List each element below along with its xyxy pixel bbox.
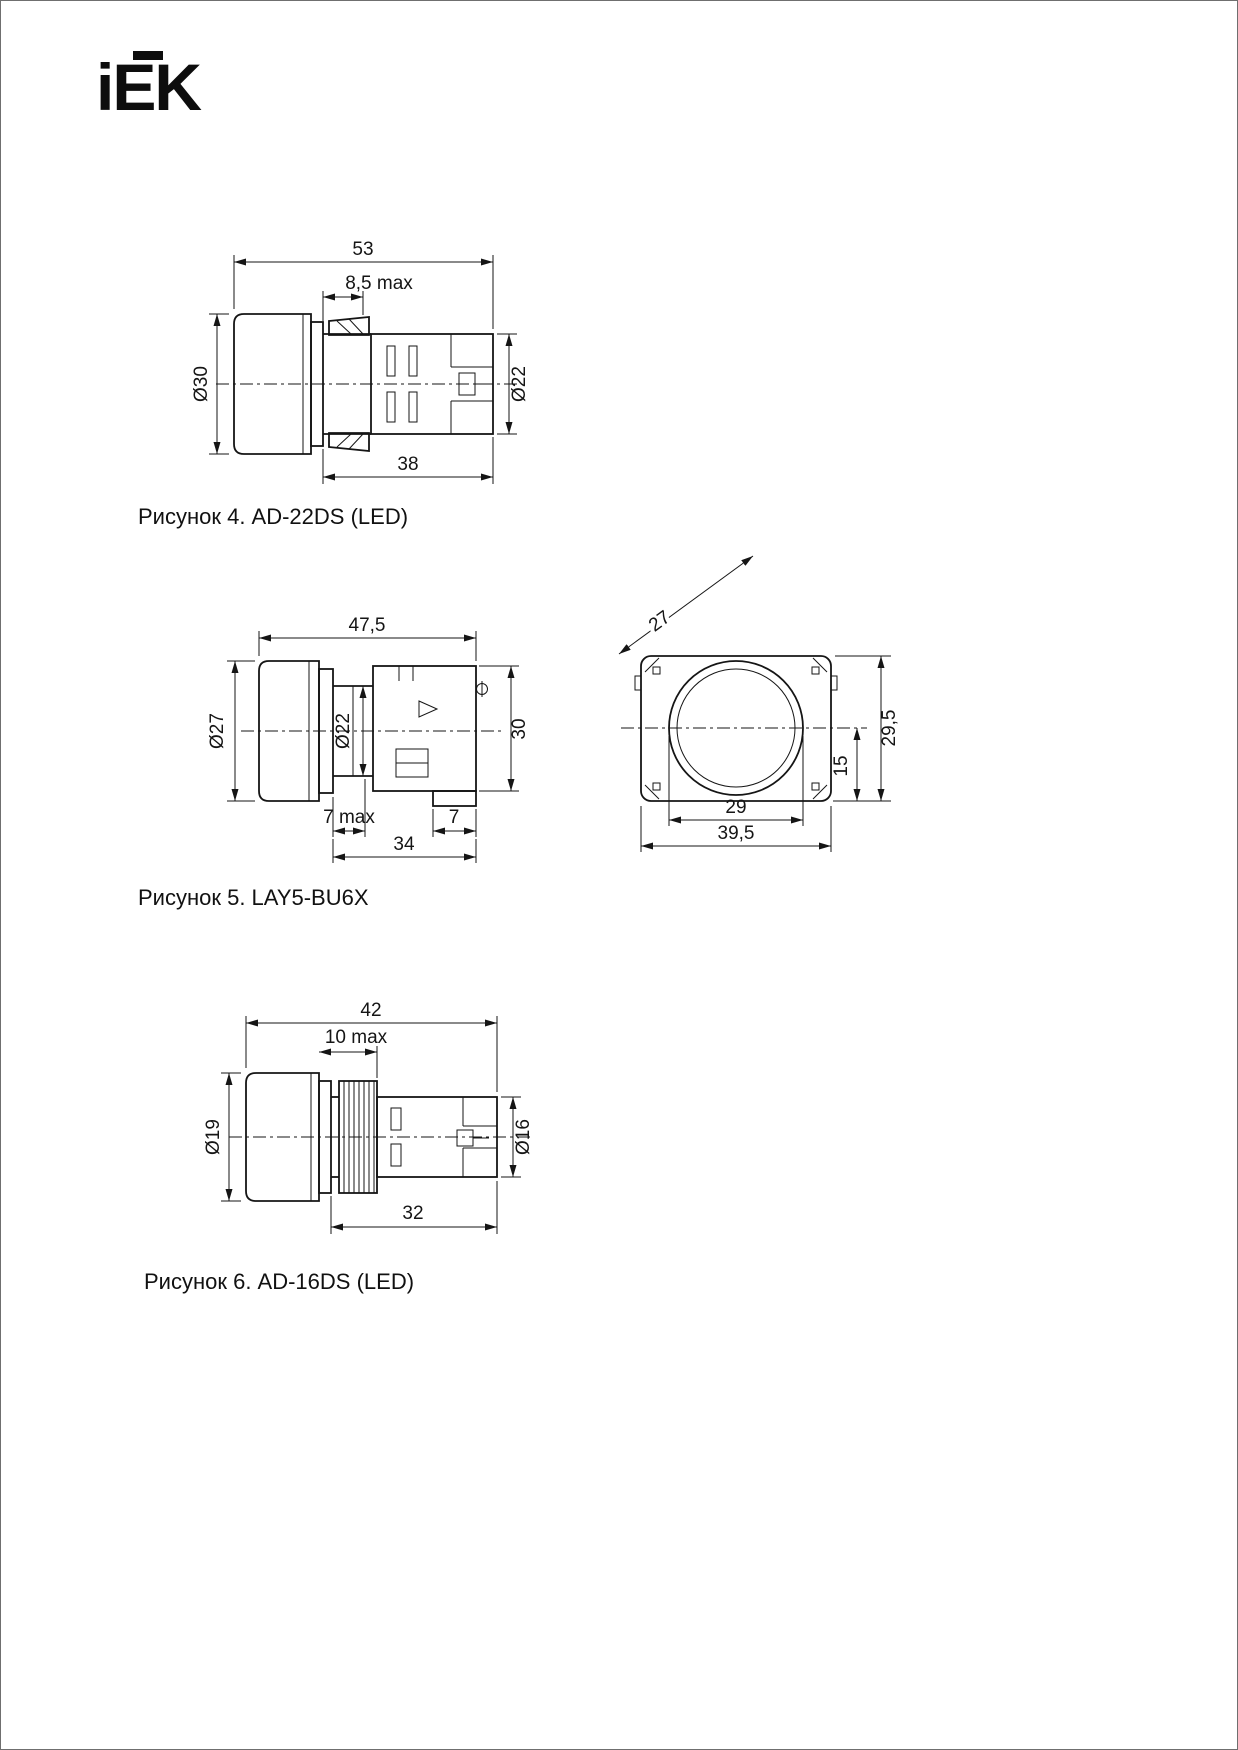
fig5-dim-flange-w: 39,5	[718, 823, 755, 844]
fig5-dim-head: Ø27	[207, 713, 228, 749]
fig4-dimensions: 53 8,5 max Ø30 Ø22 38	[191, 239, 530, 484]
fig5-dim-flange-h: 29,5	[879, 710, 900, 747]
fig4-dim-head: Ø30	[191, 366, 212, 402]
fig5-dim-panel: 7 max	[323, 807, 375, 828]
fig4-dim-panel: 8,5 max	[345, 273, 413, 294]
fig4-dim-body: Ø22	[509, 366, 530, 402]
fig4-dim-total: 53	[352, 239, 373, 260]
fig6-dim-depth: 32	[402, 1203, 423, 1224]
fig5-front-outline	[621, 655, 867, 802]
iek-logo: iEK	[96, 49, 202, 125]
figure5-side-drawing: 47,5 Ø27 Ø22 30 7 max 7	[207, 615, 530, 863]
fig5-dim-total: 47,5	[349, 615, 386, 636]
logo-accent-bar	[133, 51, 163, 60]
fig5-dim-clip: 7	[449, 807, 460, 828]
fig4-dim-depth: 38	[397, 454, 418, 475]
fig5-side-dimensions: 47,5 Ø27 Ø22 30 7 max 7	[207, 615, 530, 863]
figure6-drawing: 42 10 max Ø19 Ø16 32	[203, 1000, 534, 1234]
figure5-caption: Рисунок 5. LAY5-BU6X	[138, 885, 369, 910]
fig5-side-outline	[241, 660, 503, 807]
fig5-dim-depth: 34	[393, 834, 415, 855]
logo-text: iEK	[96, 50, 202, 124]
fig6-dim-total: 42	[360, 1000, 381, 1021]
fig5-dim-hole-w: 29	[725, 797, 746, 818]
fig6-dim-head: Ø19	[203, 1119, 224, 1155]
figure5-front-drawing: 27 15 29,5 29 39,5	[618, 555, 900, 852]
fig5-dim-thread: Ø22	[333, 713, 354, 749]
fig4-outline	[216, 313, 521, 455]
fig5-dim-height: 30	[509, 718, 530, 739]
figure6-caption: Рисунок 6. AD-16DS (LED)	[144, 1269, 415, 1294]
fig6-dimensions: 42 10 max Ø19 Ø16 32	[203, 1000, 534, 1234]
figure4-caption: Рисунок 4. AD-22DS (LED)	[138, 504, 409, 529]
fig5-front-dimensions: 27 15 29,5 29 39,5	[618, 555, 900, 852]
fig5-dim-half-h: 15	[831, 755, 852, 776]
fig6-outline	[229, 1072, 531, 1202]
figure4-drawing: 53 8,5 max Ø30 Ø22 38	[191, 239, 530, 484]
fig6-dim-panel: 10 max	[325, 1027, 388, 1048]
fig6-dim-body: Ø16	[513, 1119, 534, 1155]
